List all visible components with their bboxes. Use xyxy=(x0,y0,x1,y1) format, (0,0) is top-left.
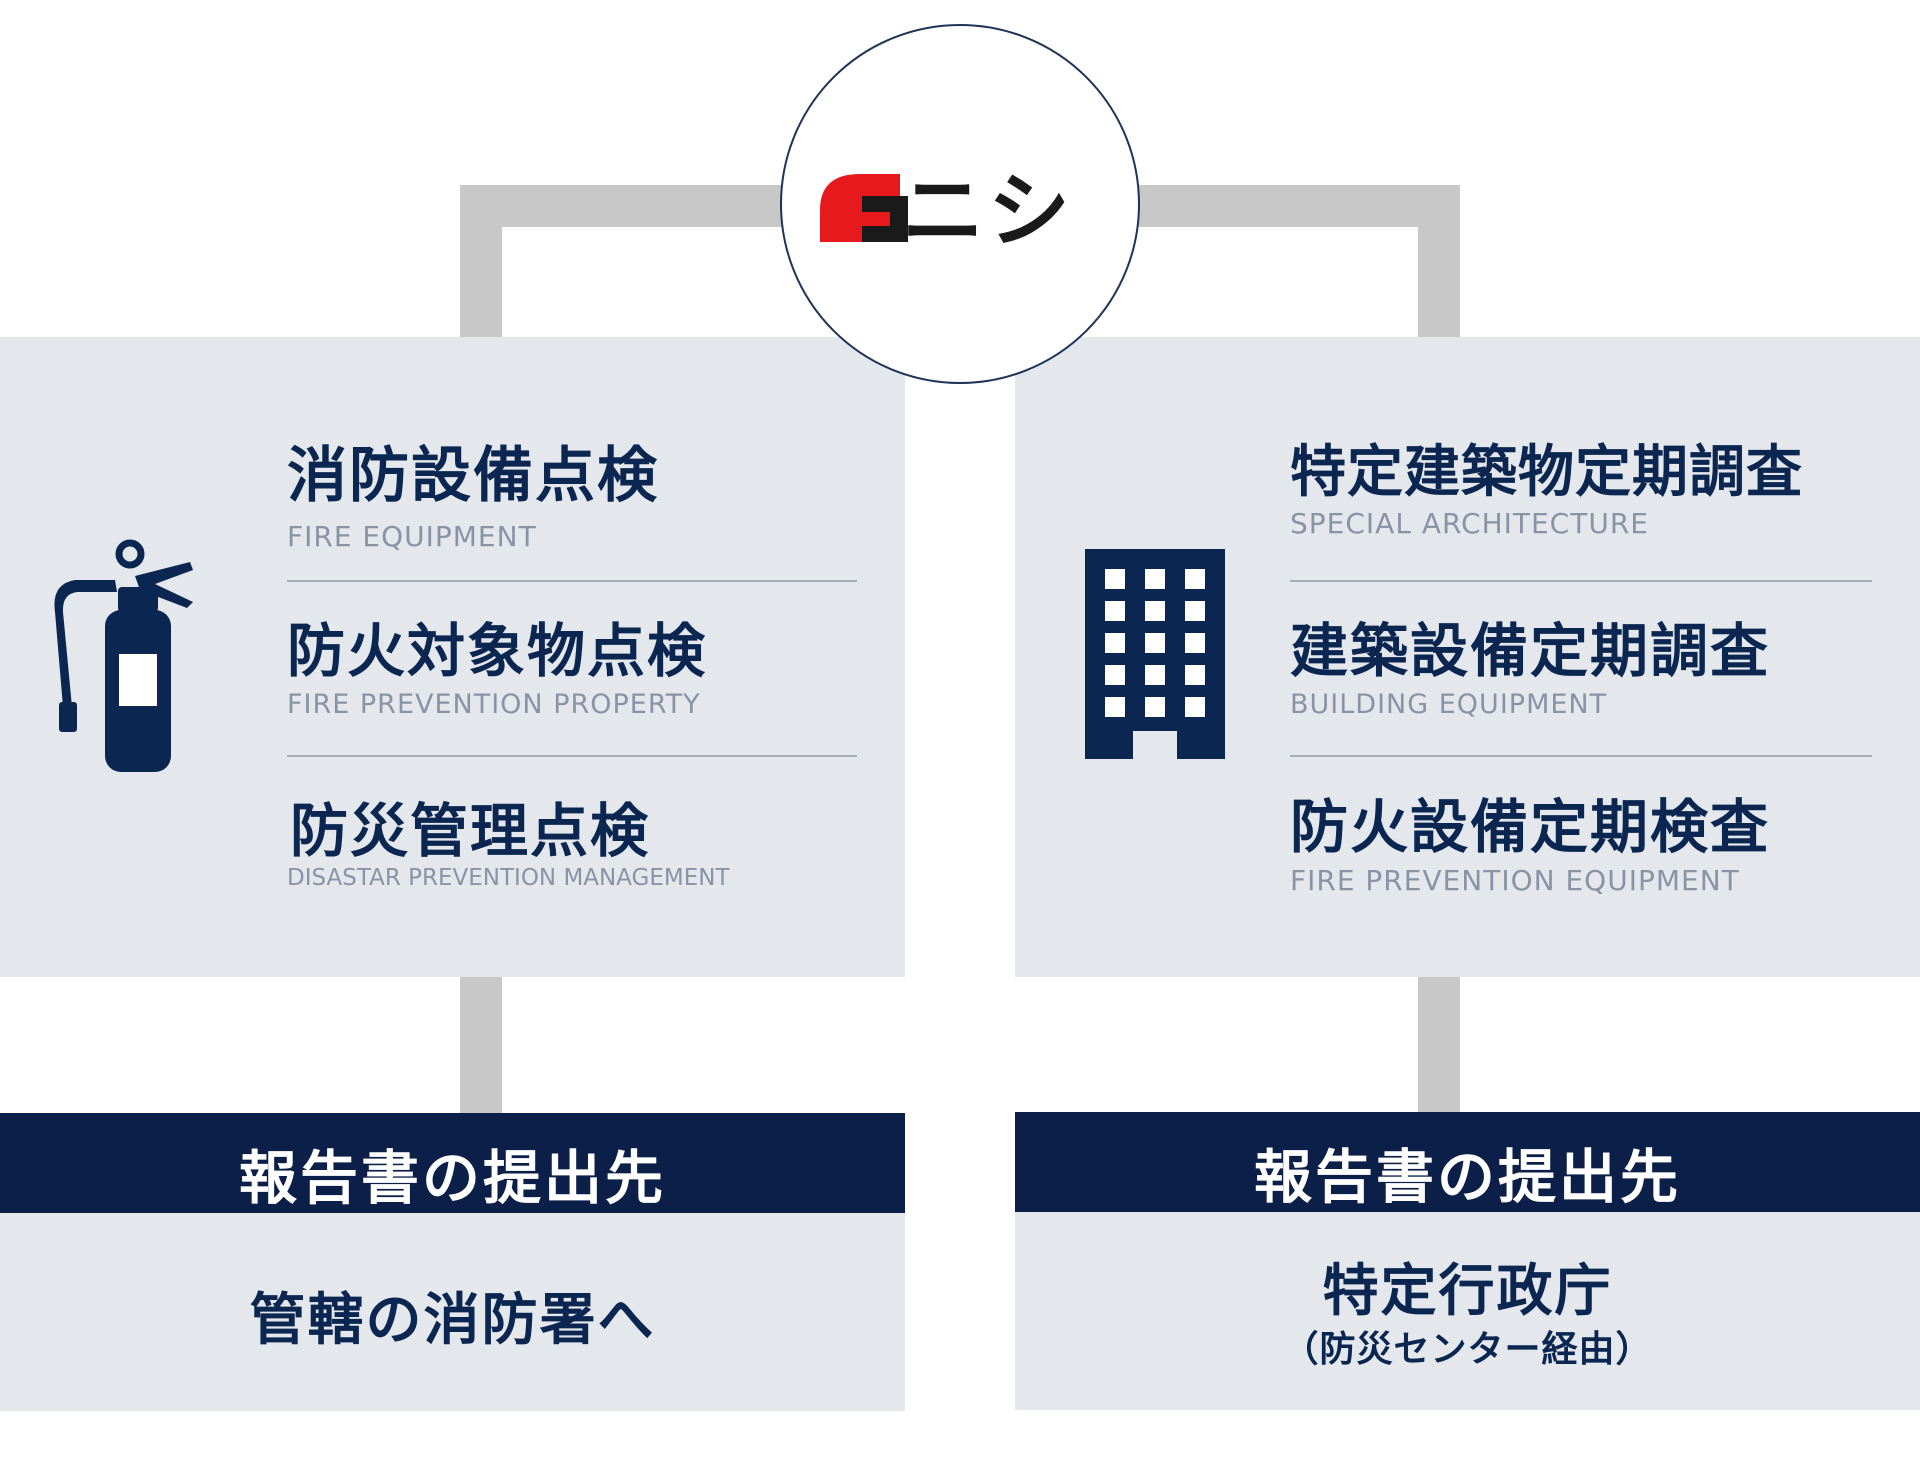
connector-left-vertical-top xyxy=(460,185,502,340)
divider xyxy=(1290,580,1872,582)
item-subtitle-fire-prevention-property: FIRE PREVENTION PROPERTY xyxy=(287,689,701,720)
right-destination-note: （防災センター経由） xyxy=(1282,1329,1653,1370)
right-report-header-label: 報告書の提出先 xyxy=(1253,1143,1681,1211)
item-subtitle-fire-equipment: FIRE EQUIPMENT xyxy=(287,520,537,553)
right-destination-label: 特定行政庁 xyxy=(1322,1259,1613,1324)
connector-right-vertical-top xyxy=(1418,185,1460,340)
item-subtitle-building-equipment: BUILDING EQUIPMENT xyxy=(1290,689,1608,720)
item-title-special-architecture: 特定建築物定期調査 xyxy=(1290,440,1803,505)
building-inspection-panel: 特定建築物定期調査 SPECIAL ARCHITECTURE 建築設備定期調査 … xyxy=(1015,337,1920,977)
fire-extinguisher-icon xyxy=(54,539,193,772)
item-title-fire-prevention-equipment: 防火設備定期検査 xyxy=(1290,793,1771,861)
divider xyxy=(1290,755,1872,757)
divider xyxy=(287,755,857,757)
connector-left-horizontal xyxy=(460,185,790,227)
company-logo: ニシ xyxy=(780,24,1140,384)
right-destination-box: 特定行政庁 （防災センター経由） xyxy=(1015,1212,1920,1410)
item-subtitle-fire-prevention-equipment: FIRE PREVENTION EQUIPMENT xyxy=(1290,864,1740,897)
left-destination-label: 管轄の消防署へ xyxy=(249,1288,656,1353)
logo-text: ニシ xyxy=(902,164,1075,259)
divider xyxy=(287,580,857,582)
item-subtitle-special-architecture: SPECIAL ARCHITECTURE xyxy=(1290,507,1649,540)
fire-inspection-panel: 消防設備点検 FIRE EQUIPMENT 防火対象物点検 FIRE PREVE… xyxy=(0,337,905,977)
connector-left-vertical-bottom xyxy=(460,975,502,1115)
item-subtitle-disaster-prevention-management: DISASTAR PREVENTION MANAGEMENT xyxy=(287,865,730,891)
right-report-header: 報告書の提出先 xyxy=(1015,1112,1920,1212)
left-report-header-label: 報告書の提出先 xyxy=(238,1144,666,1212)
connector-right-vertical-bottom xyxy=(1418,975,1460,1115)
item-title-disaster-prevention-management: 防災管理点検 xyxy=(290,797,651,865)
item-title-fire-prevention-property: 防火対象物点検 xyxy=(287,617,708,685)
left-destination-box: 管轄の消防署へ xyxy=(0,1213,905,1411)
logo-mark-icon xyxy=(820,174,908,242)
left-report-header: 報告書の提出先 xyxy=(0,1113,905,1213)
item-title-fire-equipment: 消防設備点検 xyxy=(287,441,659,511)
connector-right-horizontal xyxy=(1130,185,1460,227)
item-title-building-equipment: 建築設備定期調査 xyxy=(1290,617,1771,685)
building-icon xyxy=(1085,549,1225,759)
